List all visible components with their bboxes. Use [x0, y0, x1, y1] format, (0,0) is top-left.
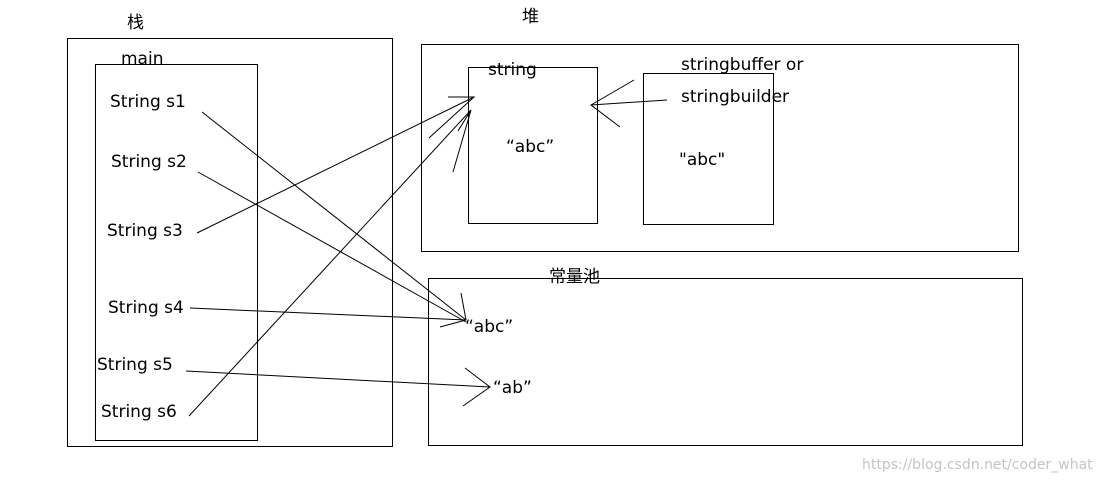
- heap-title: 堆: [522, 7, 539, 27]
- stringbuffer-label-line2: stringbuilder: [681, 87, 790, 107]
- arrow-s6-to-heap-string: [188, 109, 472, 417]
- var-s2: String s2: [111, 152, 187, 172]
- heap-box: [421, 44, 1019, 252]
- main-frame-title: main: [121, 49, 164, 69]
- string-object-box: [468, 67, 598, 224]
- stack-box: [67, 38, 393, 447]
- pool-entry-ab: “ab”: [493, 378, 532, 398]
- var-s5: String s5: [97, 355, 173, 375]
- arrowhead-pool-abc: [439, 292, 467, 328]
- arrow-s4-to-pool-abc: [189, 307, 467, 321]
- string-object-value: “abc”: [506, 137, 555, 157]
- arrowhead-heap-string-s6: [452, 109, 472, 173]
- watermark: https://blog.csdn.net/coder_what: [862, 457, 1093, 473]
- constant-pool-title: 常量池: [549, 267, 600, 287]
- arrow-s5-to-pool-ab: [185, 370, 491, 388]
- var-s6: String s6: [101, 402, 177, 422]
- pool-entry-abc: “abc”: [465, 317, 514, 337]
- var-s4: String s4: [108, 298, 184, 318]
- string-object-label: string: [488, 60, 537, 80]
- stringbuffer-object-value: "abc": [679, 150, 726, 170]
- var-s1: String s1: [110, 92, 186, 112]
- arrow-s3-to-heap-string: [196, 96, 475, 234]
- constant-pool-box: [428, 278, 1023, 446]
- arrow-stringbuilder-to-heap-string: [590, 99, 668, 106]
- arrow-s2-to-pool-abc: [197, 171, 467, 323]
- stringbuffer-label-line1: stringbuffer or: [681, 55, 804, 75]
- stringbuffer-object-box: [643, 73, 774, 225]
- arrow-s1-to-pool-abc: [201, 111, 467, 321]
- arrowhead-stringbuilder: [590, 79, 635, 128]
- arrowhead-pool-ab: [462, 367, 491, 407]
- main-frame-box: [95, 64, 258, 441]
- arrowhead-heap-string-s3: [428, 96, 476, 139]
- stack-title: 栈: [127, 13, 144, 33]
- var-s3: String s3: [107, 221, 183, 241]
